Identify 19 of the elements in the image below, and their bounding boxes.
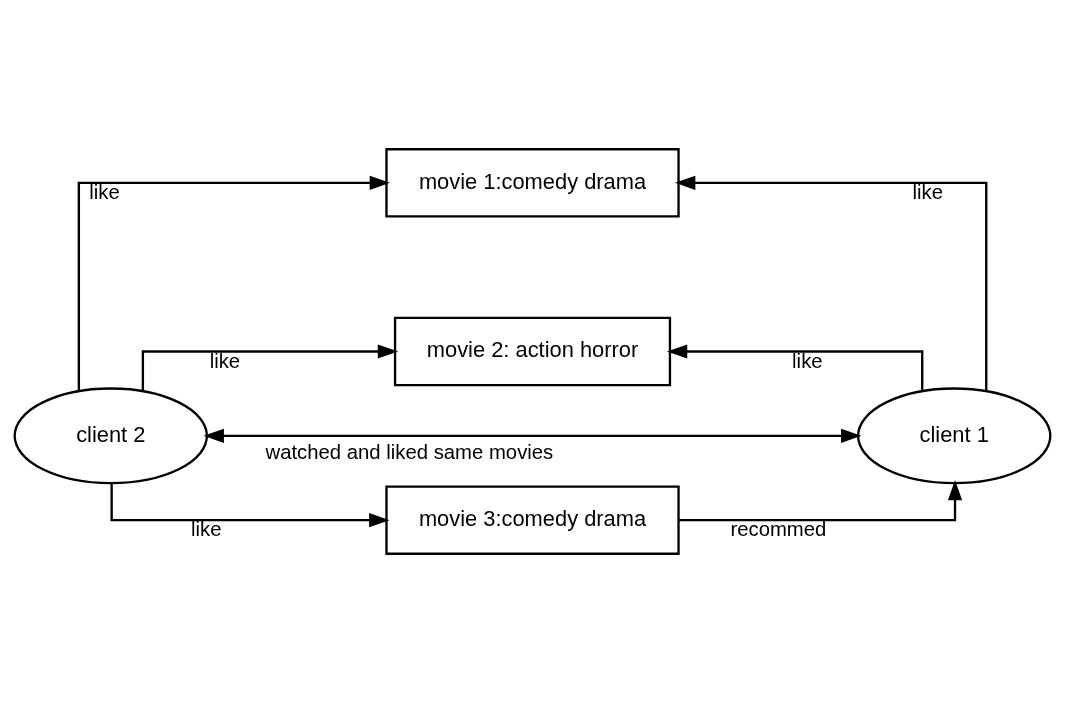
node-box: movie 1:comedy drama [385,148,680,218]
node-ellipse: client 1 [856,387,1052,485]
edge-label: like [792,349,823,372]
edge-label: like [209,349,241,372]
edge-label: like [89,181,120,204]
node-box: movie 2: action horror [393,316,672,387]
arrow [203,428,862,443]
arrow [679,479,963,522]
edge-label: watched and liked same movies [265,440,554,463]
arrow [110,483,390,528]
edge-label: recommed [730,518,827,541]
edge-label: like [190,518,222,541]
arrow [666,344,924,391]
arrow [675,175,988,391]
node-ellipse: client 2 [13,387,209,485]
edge-label: like [912,181,943,204]
arrow [141,344,399,391]
node-box: movie 3:comedy drama [385,485,680,555]
arrow [77,175,390,391]
